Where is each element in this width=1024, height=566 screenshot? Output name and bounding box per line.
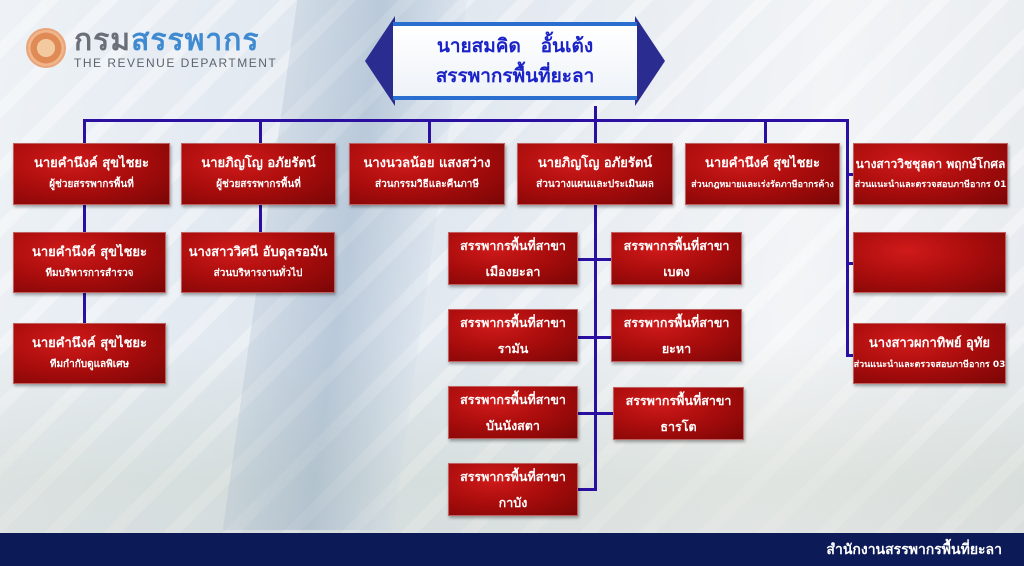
branch-title: สรรพากรพื้นที่สาขา — [625, 392, 732, 408]
branch-name: เมืองยะลา — [485, 263, 541, 279]
footer-office-name: สำนักงานสรรพากรพื้นที่ยะลา — [826, 541, 1002, 558]
person-name: นายภิญโญ อภัยรัตน์ — [201, 156, 316, 171]
position: ทีมบริหารการสำรวจ — [45, 267, 134, 279]
position: ทีมกำกับดูแลพิเศษ — [49, 358, 130, 370]
connector — [578, 488, 597, 491]
person-name: นายคำนึงค์ สุขไชยะ — [704, 156, 821, 171]
branch-box: สรรพากรพื้นที่สาขากาบัง — [448, 463, 578, 516]
branch-name: กาบัง — [498, 494, 528, 510]
org-box: นายคำนึงค์ สุขไชยะผู้ช่วยสรรพากรพื้นที่ — [13, 143, 170, 205]
branch-name: รามัน — [497, 340, 529, 356]
position: ส่วนกฎหมายและเร่งรัดภาษีอากรค้าง — [691, 180, 834, 190]
footer-bar: สำนักงานสรรพากรพื้นที่ยะลา — [0, 533, 1024, 566]
connector — [846, 354, 854, 357]
person-name: นางสาววิชชุลดา พฤกษ์โกศล — [855, 157, 1006, 171]
org-box: นายคำนึงค์ สุขไชยะส่วนกฎหมายและเร่งรัดภา… — [685, 143, 840, 205]
branch-title: สรรพากรพื้นที่สาขา — [460, 237, 566, 253]
connector — [428, 119, 431, 145]
connector — [578, 258, 612, 261]
branch-box: สรรพากรพื้นที่สาขาเบตง — [611, 232, 742, 285]
person-name: นางสาววิศนี อับดุลรอมัน — [188, 244, 328, 260]
branch-box: สรรพากรพื้นที่สาขาเมืองยะลา — [448, 232, 578, 285]
branch-title: สรรพากรพื้นที่สาขา — [623, 314, 730, 330]
branch-box: สรรพากรพื้นที่สาขาธารโต — [613, 387, 744, 440]
connector — [83, 119, 849, 122]
org-box: นายคำนึงค์ สุขไชยะทีมบริหารการสำรวจ — [13, 232, 166, 293]
branch-box: สรรพากรพื้นที่สาขารามัน — [448, 309, 578, 362]
connector — [578, 412, 614, 415]
org-box: นางสาววิศนี อับดุลรอมันส่วนบริหารงานทั่ว… — [181, 232, 335, 293]
person-name: นายคำนึงค์ สุขไชยะ — [33, 156, 150, 171]
position: ส่วนแนะนำและตรวจสอบภาษีอากร 01 — [854, 180, 1007, 190]
person-name: นางสาวผกาทิพย์ อุทัย — [868, 335, 991, 351]
position: ส่วนบริหารงานทั่วไป — [213, 267, 303, 279]
revenue-department-logo: กรมสรรพากร THE REVENUE DEPARTMENT — [26, 26, 277, 70]
branch-name: ธารโต — [660, 418, 697, 434]
branch-title: สรรพากรพื้นที่สาขา — [460, 314, 566, 330]
connector — [846, 173, 854, 176]
branch-name: บันนังสตา — [486, 417, 540, 433]
branch-name: ยะหา — [661, 340, 692, 356]
head-banner: นายสมคิด อั้นเต้ง สรรพากรพื้นที่ยะลา — [365, 16, 665, 106]
head-name: นายสมคิด อั้นเต้ง — [436, 35, 594, 57]
chevron-left-icon — [365, 16, 395, 106]
position: ส่วนแนะนำและตรวจสอบภาษีอากร 03 — [853, 359, 1006, 370]
connector — [846, 262, 854, 265]
branch-title: สรรพากรพื้นที่สาขา — [623, 237, 730, 253]
connector — [594, 119, 597, 490]
position: ผู้ช่วยสรรพากรพื้นที่ — [216, 179, 301, 190]
head-title: สรรพากรพื้นที่ยะลา — [435, 65, 595, 87]
position: ผู้ช่วยสรรพากรพื้นที่ — [49, 179, 134, 190]
connector — [594, 106, 597, 122]
seal-icon — [26, 28, 66, 68]
org-box: นางสาวผกาทิพย์ อุทัยส่วนแนะนำและตรวจสอบภ… — [853, 323, 1006, 384]
person-name: นางนวลน้อย แสงสว่าง — [363, 156, 491, 171]
branch-box: สรรพากรพื้นที่สาขายะหา — [611, 309, 742, 362]
chevron-right-icon — [635, 16, 665, 106]
org-box: นางสาววิชชุลดา พฤกษ์โกศลส่วนแนะนำและตรวจ… — [853, 143, 1008, 205]
branch-box: สรรพากรพื้นที่สาขาบันนังสตา — [448, 386, 578, 439]
position: ส่วนกรรมวิธีและคืนภาษี — [375, 179, 479, 190]
org-box-empty — [853, 232, 1006, 293]
org-box: นายภิญโญ อภัยรัตน์ส่วนวางแผนและประเมินผล — [517, 143, 673, 205]
logo-english: THE REVENUE DEPARTMENT — [74, 56, 278, 70]
logo-thai: กรมสรรพากร — [74, 23, 260, 58]
person-name: นายคำนึงค์ สุขไชยะ — [31, 335, 148, 351]
branch-title: สรรพากรพื้นที่สาขา — [460, 468, 566, 484]
branch-name: เบตง — [663, 263, 690, 279]
connector — [764, 119, 767, 145]
connector — [578, 336, 612, 339]
connector — [83, 119, 86, 325]
connector — [846, 119, 849, 357]
person-name: นายภิญโญ อภัยรัตน์ — [537, 156, 653, 171]
org-box: นางนวลน้อย แสงสว่างส่วนกรรมวิธีและคืนภาษ… — [349, 143, 505, 205]
person-name: นายคำนึงค์ สุขไชยะ — [31, 244, 148, 260]
position: ส่วนวางแผนและประเมินผล — [536, 179, 654, 190]
org-box: นายคำนึงค์ สุขไชยะทีมกำกับดูแลพิเศษ — [13, 323, 166, 384]
branch-title: สรรพากรพื้นที่สาขา — [460, 391, 566, 407]
org-box: นายภิญโญ อภัยรัตน์ผู้ช่วยสรรพากรพื้นที่ — [181, 143, 336, 205]
